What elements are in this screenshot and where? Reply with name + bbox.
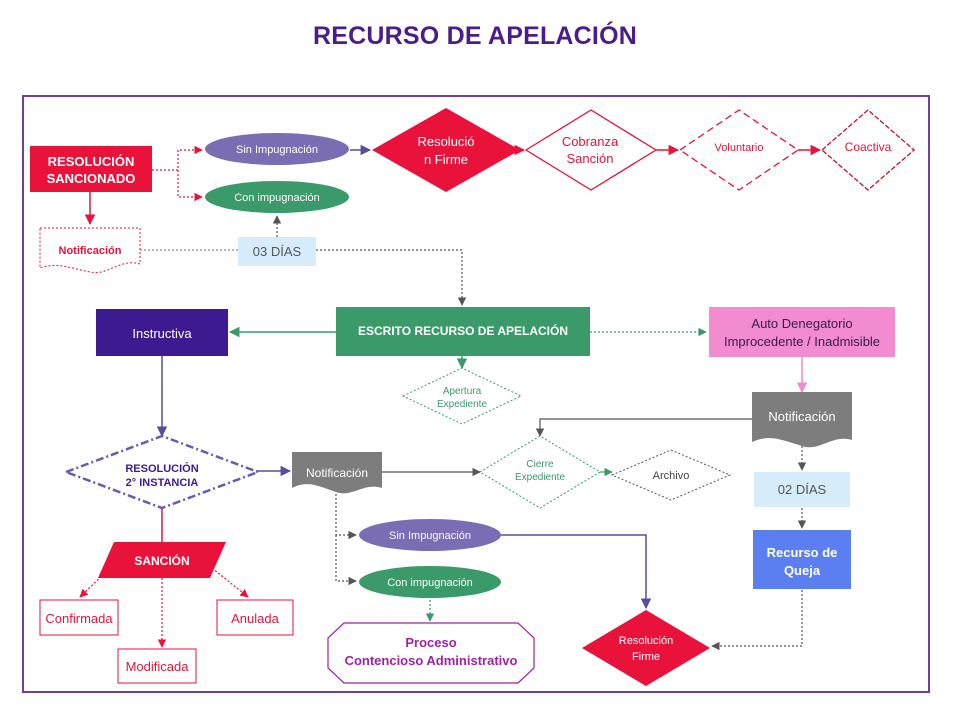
node-apertura-expediente: Apertura Expediente	[401, 367, 523, 425]
auto-denegatorio-line-1: Auto Denegatorio	[751, 316, 852, 331]
instructiva-label: Instructiva	[132, 326, 192, 341]
node-resolucion-firme-top: Resolució n Firme	[372, 108, 520, 192]
resolucion-sancionado-line-2: SANCIONADO	[47, 171, 136, 186]
node-cierre-expediente: Cierre Expediente	[479, 435, 601, 509]
node-voluntario: Voluntario	[678, 109, 800, 191]
notificacion-top-label: Notificación	[59, 245, 122, 257]
cobranza-sancion-line-2: Sanción	[567, 151, 614, 166]
node-02-dias: 02 DÍAS	[754, 472, 850, 507]
node-resolucion-2-instancia: RESOLUCIÓN 2° INSTANCIA	[62, 434, 262, 510]
cobranza-sancion-line-1: Cobranza	[562, 134, 619, 149]
resolucion-firme-bottom-line-2: Firme	[632, 651, 660, 663]
recurso-queja-line-2: Queja	[784, 563, 821, 578]
node-sin-impugnacion-top: Sin Impugnación	[205, 133, 349, 165]
node-modificada: Modificada	[117, 648, 197, 684]
con-impugnacion-top-label: Con impugnación	[234, 192, 320, 204]
node-notificacion-top: Notificación	[39, 227, 141, 274]
node-notificacion-mid: Notificación	[292, 452, 382, 494]
diagram-frame	[22, 95, 930, 693]
resolucion-sancionado-line-1: RESOLUCIÓN	[48, 154, 135, 169]
connectors	[79, 144, 822, 651]
node-confirmada: Confirmada	[39, 599, 119, 636]
archivo-label: Archivo	[653, 470, 690, 482]
node-anulada: Anulada	[216, 599, 294, 636]
resolucion-firme-top-line-2: n Firme	[424, 152, 468, 167]
node-recurso-queja: Recurso de Queja	[753, 530, 851, 589]
node-resolucion-sancionado: RESOLUCIÓN SANCIONADO	[30, 146, 152, 192]
auto-denegatorio-line-2: Improcedente / Inadmisible	[724, 334, 880, 349]
resolucion-firme-top-line-1: Resolució	[417, 134, 474, 149]
resolucion-firme-bottom-line-1: Resolución	[619, 635, 673, 647]
dias-02-label: 02 DÍAS	[778, 482, 827, 497]
voluntario-label: Voluntario	[715, 142, 764, 154]
escrito-recurso-label: ESCRITO RECURSO DE APELACIÓN	[358, 323, 568, 338]
apertura-expediente-line-2: Expediente	[437, 399, 487, 410]
coactiva-label: Coactiva	[845, 140, 892, 154]
page-title: RECURSO DE APELACIÓN	[313, 22, 637, 50]
recurso-queja-line-1: Recurso de	[767, 545, 838, 560]
node-escrito-recurso: ESCRITO RECURSO DE APELACIÓN	[336, 307, 590, 356]
proceso-contencioso-line-2: Contencioso Administrativo	[345, 653, 518, 668]
sin-impugnacion-bottom-label: Sin Impugnación	[389, 530, 471, 542]
resolucion-2-instancia-line-1: RESOLUCIÓN	[125, 462, 198, 475]
node-sin-impugnacion-bottom: Sin Impugnación	[359, 519, 501, 551]
node-cobranza-sancion: Cobranza Sanción	[524, 109, 658, 191]
resolucion-2-instancia-line-2: 2° INSTANCIA	[126, 477, 199, 489]
node-archivo: Archivo	[610, 449, 732, 501]
anulada-label: Anulada	[231, 611, 279, 626]
cierre-expediente-line-1: Cierre	[526, 459, 554, 470]
node-con-impugnacion-top: Con impugnación	[205, 181, 349, 213]
modificada-label: Modificada	[126, 659, 190, 674]
node-notificacion-right: Notificación	[752, 392, 852, 448]
node-instructiva: Instructiva	[96, 309, 228, 356]
node-auto-denegatorio: Auto Denegatorio Improcedente / Inadmisi…	[709, 307, 895, 357]
node-03-dias: 03 DÍAS	[238, 237, 316, 266]
notificacion-right-label: Notificación	[768, 409, 835, 424]
node-proceso-contencioso: Proceso Contencioso Administrativo	[327, 622, 535, 684]
sin-impugnacion-top-label: Sin Impugnación	[236, 144, 318, 156]
proceso-contencioso-line-1: Proceso	[405, 635, 456, 650]
dias-03-label: 03 DÍAS	[253, 244, 302, 259]
confirmada-label: Confirmada	[45, 611, 113, 626]
node-resolucion-firme-bottom: Resolución Firme	[582, 610, 710, 686]
node-sancion: SANCIÓN	[98, 542, 226, 578]
node-coactiva: Coactiva	[821, 109, 915, 191]
sancion-label: SANCIÓN	[134, 553, 189, 568]
apertura-expediente-line-1: Apertura	[443, 386, 482, 397]
con-impugnacion-bottom-label: Con impugnación	[387, 577, 473, 589]
node-con-impugnacion-bottom: Con impugnación	[359, 566, 501, 598]
notificacion-mid-label: Notificación	[306, 466, 368, 480]
cierre-expediente-line-2: Expediente	[515, 472, 565, 483]
